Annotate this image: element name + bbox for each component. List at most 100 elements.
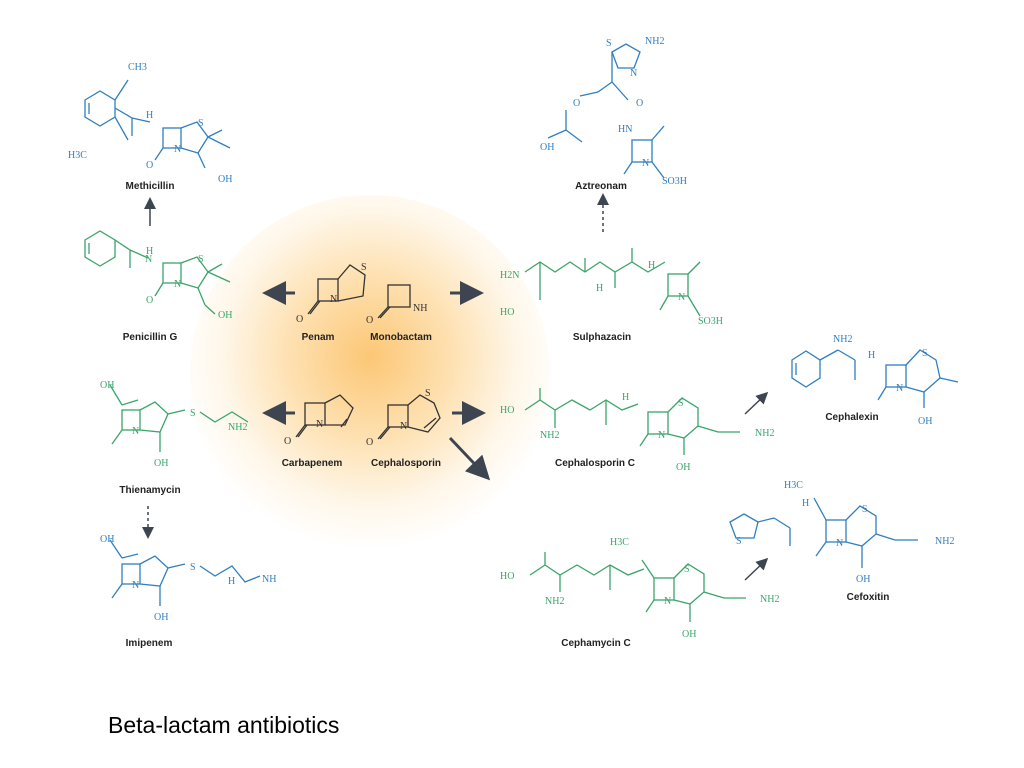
- arrow-to-cefoxitin: [744, 557, 769, 581]
- atom-h: H: [596, 283, 603, 294]
- imipenem-structure: [109, 539, 261, 606]
- label-thienamycin: Thienamycin: [119, 485, 181, 496]
- label-cephalosporin-c: Cephalosporin C: [554, 458, 636, 469]
- label-aztreonam: Aztreonam: [575, 181, 627, 192]
- atom-ch3: CH3: [128, 62, 147, 73]
- atom-nh2: NH2: [645, 36, 664, 47]
- label-cephalexin: Cephalexin: [825, 412, 879, 423]
- label-cefoxitin: Cefoxitin: [846, 592, 890, 603]
- atom-h3c-o: H3C: [784, 480, 803, 491]
- carbapenem-structure: [295, 394, 354, 438]
- atom-h: H: [228, 576, 235, 587]
- atom-nh: NH: [262, 574, 276, 585]
- atom-o: O: [146, 160, 153, 171]
- atom-n: N: [132, 580, 139, 591]
- atom-nh2: NH2: [935, 536, 954, 547]
- atom-n: N: [642, 158, 649, 169]
- atom-h: H: [146, 246, 153, 257]
- label-methicillin: Methicillin: [125, 181, 175, 192]
- atom-o: O: [146, 295, 153, 306]
- atom-oh: OH: [100, 534, 114, 545]
- atom-oh: OH: [100, 380, 114, 391]
- center-glow: [190, 195, 550, 555]
- cephalosporin-c-structure: [524, 388, 740, 455]
- atom-n: N: [316, 419, 323, 430]
- atom-nh2: NH2: [545, 596, 564, 607]
- atom-oh: OH: [676, 462, 690, 473]
- label-imipenem: Imipenem: [125, 638, 173, 649]
- cephalosporin-structure: [377, 394, 441, 440]
- atom-h: H: [868, 350, 875, 361]
- atom-hn: HN: [618, 124, 632, 135]
- atom-nh2: NH2: [228, 422, 247, 433]
- label-penicillin-g: Penicillin G: [122, 332, 178, 343]
- core-atom-labels: S N O NH O N O S N O: [284, 262, 431, 448]
- cephamycin-c-structure: [529, 552, 746, 622]
- atom-ho: HO: [500, 307, 514, 318]
- atom-h: H: [648, 260, 655, 271]
- atom-n: N: [664, 596, 671, 607]
- label-penam: Penam: [301, 332, 335, 343]
- atom-o: O: [284, 436, 291, 447]
- atom-oh: OH: [154, 458, 168, 469]
- atom-oh: OH: [154, 612, 168, 623]
- atom-n: N: [132, 426, 139, 437]
- atom-n: N: [174, 144, 181, 155]
- label-cephamycin-c: Cephamycin C: [561, 638, 631, 649]
- green-atom-labels: H N S N O OH H2N HO H H N SO3H HO NH2 H …: [100, 246, 779, 640]
- atom-s: S: [922, 348, 928, 359]
- label-carbapenem: Carbapenem: [281, 458, 343, 469]
- atom-oh: OH: [856, 574, 870, 585]
- atom-s: S: [862, 504, 868, 515]
- sulphazacin-structure: [524, 248, 701, 317]
- monobactam-structure: [377, 284, 411, 319]
- atom-h: H: [146, 110, 153, 121]
- atom-so3h: SO3H: [662, 176, 687, 187]
- arrow-to-cephalexin: [744, 391, 769, 415]
- penam-structure: [307, 264, 366, 315]
- atom-nh2: NH2: [760, 594, 779, 605]
- atom-h2n: H2N: [500, 270, 519, 281]
- atom-h3c-o: H3C: [610, 537, 629, 548]
- atom-n: N: [896, 383, 903, 394]
- atom-n: N: [400, 421, 407, 432]
- thienamycin-structure: [109, 384, 249, 452]
- atom-nh2: NH2: [540, 430, 559, 441]
- penicillin-g-structure: [84, 230, 231, 315]
- atom-oh: OH: [540, 142, 554, 153]
- atom-nh: NH: [413, 303, 427, 314]
- atom-n: N: [330, 294, 337, 305]
- label-sulphazacin: Sulphazacin: [572, 332, 632, 343]
- aztreonam-structure: [547, 43, 665, 179]
- slide-caption: Beta-lactam antibiotics: [108, 712, 340, 738]
- atom-oh: OH: [218, 310, 232, 321]
- atom-h: H: [622, 392, 629, 403]
- atom-oh: OH: [918, 416, 932, 427]
- atom-o: O: [366, 315, 373, 326]
- label-monobactam: Monobactam: [370, 332, 432, 343]
- cefoxitin-structure: [729, 497, 918, 568]
- atom-o: O: [573, 98, 580, 109]
- atom-n: N: [678, 292, 685, 303]
- atom-so3h: SO3H: [698, 316, 723, 327]
- atom-nh2: NH2: [833, 334, 852, 345]
- atom-s: S: [736, 536, 742, 547]
- atom-h: H: [802, 498, 809, 509]
- atom-s: S: [198, 118, 204, 129]
- atom-o: O: [636, 98, 643, 109]
- atom-s: S: [198, 254, 204, 265]
- atom-oh: OH: [218, 174, 232, 185]
- atom-s: S: [190, 408, 196, 419]
- derivation-arrows: [142, 193, 769, 581]
- atom-n: N: [174, 279, 181, 290]
- cephalexin-structure: [791, 349, 959, 408]
- atom-n: N: [836, 538, 843, 549]
- atom-o: O: [296, 314, 303, 325]
- atom-s: S: [684, 564, 690, 575]
- atom-ho: HO: [500, 405, 514, 416]
- atom-n: N: [630, 68, 637, 79]
- atom-n: N: [145, 254, 152, 265]
- blue-atom-labels: CH3 H3C H S N O OH NH2 S N O OH HN O N S…: [68, 36, 954, 623]
